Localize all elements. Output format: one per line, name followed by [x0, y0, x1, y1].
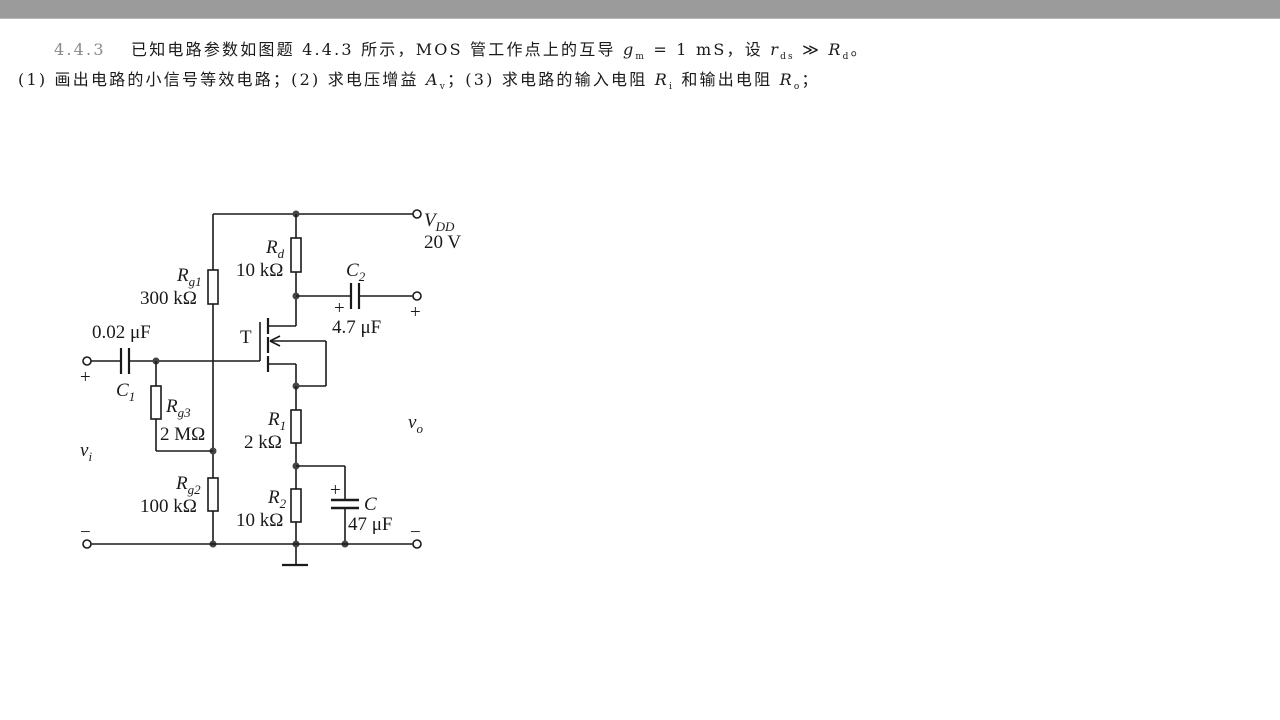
- rds-sub: ds: [780, 52, 795, 63]
- vdd-value: 20 V: [424, 232, 461, 253]
- top-bar: [0, 0, 1280, 19]
- gm-value: = 1 mS，设: [646, 40, 771, 59]
- rg1-value: 300 kΩ: [140, 288, 197, 309]
- av-symbol: A: [426, 70, 440, 89]
- ri-sub: i: [668, 82, 675, 93]
- av-sub: v: [439, 82, 448, 93]
- rd-label: Rd: [265, 237, 285, 261]
- question-3: (3) 求电路的输入电阻: [465, 70, 655, 89]
- vo-minus-terminal: [412, 539, 422, 549]
- rg3-value: 2 MΩ: [160, 424, 205, 445]
- r2-value: 10 kΩ: [236, 510, 283, 531]
- vdd-label: VDD: [424, 210, 455, 234]
- problem-statement: 4.4.3 已知电路参数如图题 4.4.3 所示，MOS 管工作点上的互导 gm…: [18, 36, 869, 62]
- vo-plus: +: [410, 302, 421, 323]
- q3-mid: 和输出电阻: [674, 70, 780, 89]
- q2-end: ；: [447, 70, 466, 89]
- r2-label: R2: [267, 487, 287, 511]
- rg3-label: Rg3: [165, 396, 191, 420]
- gm-symbol: g: [622, 40, 636, 59]
- ro-sub: o: [793, 82, 802, 93]
- statement-end: 。: [850, 40, 869, 59]
- rg1-label: Rg1: [176, 265, 202, 289]
- vi-minus: −: [80, 522, 91, 543]
- statement-prefix: 已知电路参数如图题 4.4.3 所示，MOS 管工作点上的互导: [131, 40, 623, 59]
- rds-symbol: r: [770, 40, 781, 59]
- c-value: 47 μF: [348, 514, 393, 535]
- q3-end: ；: [801, 70, 820, 89]
- r1-label: R1: [267, 409, 286, 433]
- rd-sub: d: [842, 52, 851, 63]
- c2-value: 4.7 μF: [332, 317, 381, 338]
- c-label: C: [364, 494, 377, 515]
- c1-label: C1: [116, 380, 135, 404]
- vi-label: vi: [80, 440, 92, 464]
- r1-value: 2 kΩ: [244, 432, 282, 453]
- gm-sub: m: [635, 52, 647, 63]
- vo-minus: −: [410, 522, 421, 543]
- vo-plus-terminal: [412, 291, 422, 301]
- rg2-value: 100 kΩ: [140, 496, 197, 517]
- ri-symbol: R: [654, 70, 669, 89]
- c1-value: 0.02 μF: [92, 322, 151, 343]
- substrate-arrow: [269, 335, 281, 347]
- vi-plus: +: [80, 367, 91, 388]
- problem-number: 4.4.3: [54, 40, 106, 59]
- vdd-terminal: [412, 209, 422, 219]
- c2-label: C2: [346, 260, 366, 284]
- relation: ≫: [794, 40, 829, 59]
- question-1: (1) 画出电路的小信号等效电路；: [18, 70, 292, 89]
- ro-symbol: R: [779, 70, 794, 89]
- rg2-label: Rg2: [175, 473, 201, 497]
- problem-questions: (1) 画出电路的小信号等效电路；(2) 求电压增益 Av；(3) 求电路的输入…: [18, 66, 820, 92]
- question-2: (2) 求电压增益: [291, 70, 426, 89]
- vo-label: vo: [408, 412, 423, 436]
- c2-plus: +: [334, 298, 345, 319]
- rd-value: 10 kΩ: [236, 260, 283, 281]
- transistor-label: T: [240, 327, 252, 348]
- rd-symbol: R: [828, 40, 843, 59]
- c-plus: +: [330, 480, 341, 501]
